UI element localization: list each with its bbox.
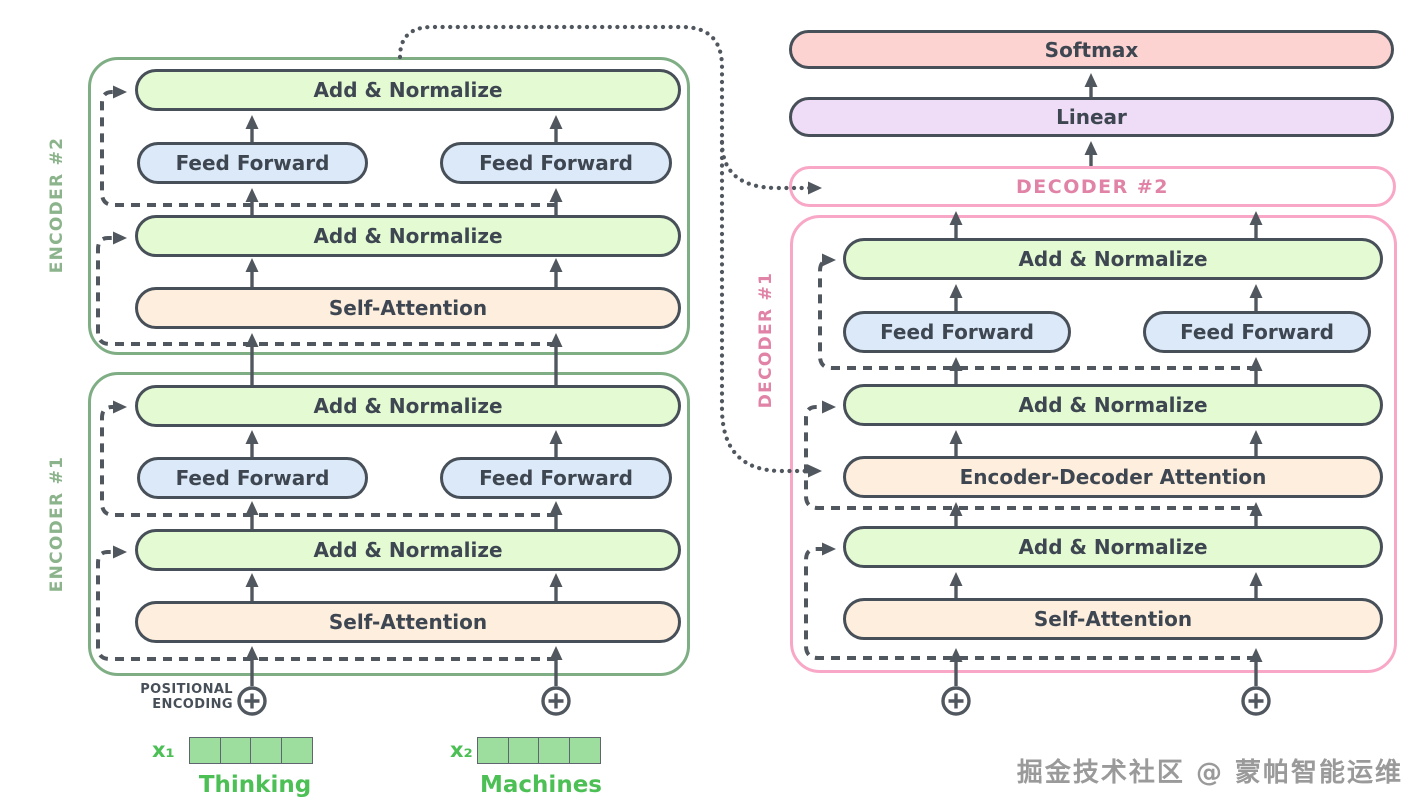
positional-encoding-caption: POSITIONAL ENCODING [118, 682, 233, 712]
vector-cell [250, 737, 282, 764]
watermark-text: 掘金技术社区 @ 蒙帕智能运维 [1016, 758, 1403, 788]
encoder-1-label: ENCODER #1 [47, 455, 67, 593]
vector-cell [538, 737, 570, 764]
decoder1-feed-forward-right: Feed Forward [1143, 311, 1371, 353]
positional-encoding-plus-icon [941, 686, 971, 716]
vector-cell [568, 737, 601, 764]
vector-cell [219, 737, 252, 764]
x1-embedding-vector [189, 737, 313, 764]
x1-label: x₁ [152, 738, 175, 762]
decoder1-self-attention: Self-Attention [843, 598, 1383, 640]
encoder2-add-normalize-top: Add & Normalize [135, 69, 681, 111]
decoder-2-collapsed-block: DECODER #2 [789, 166, 1396, 207]
encoder1-self-attention: Self-Attention [135, 601, 681, 643]
positional-encoding-line2: ENCODING [152, 697, 233, 712]
decoder1-feed-forward-left: Feed Forward [843, 311, 1071, 353]
vector-cell [507, 737, 540, 764]
vector-cell [477, 737, 509, 764]
vector-cell [189, 737, 221, 764]
vector-cell [280, 737, 313, 764]
encoder-2-label: ENCODER #2 [47, 136, 67, 274]
input-word-thinking: Thinking [198, 772, 312, 798]
encoder2-add-normalize-bottom: Add & Normalize [135, 215, 681, 257]
input-word-machines: Machines [480, 772, 602, 798]
encoder2-feed-forward-left: Feed Forward [137, 142, 368, 184]
x2-label: x₂ [450, 738, 473, 762]
decoder1-add-normalize-bottom: Add & Normalize [843, 526, 1383, 568]
encoder1-add-normalize-bottom: Add & Normalize [135, 529, 681, 571]
encoder2-feed-forward-right: Feed Forward [440, 142, 672, 184]
decoder-1-label: DECODER #1 [756, 271, 776, 409]
x2-embedding-vector [477, 737, 601, 764]
encoder1-add-normalize-top: Add & Normalize [135, 385, 681, 427]
encoder2-self-attention: Self-Attention [135, 287, 681, 329]
positional-encoding-plus-icon [237, 686, 267, 716]
decoder1-add-normalize-mid: Add & Normalize [843, 384, 1383, 426]
encoder1-feed-forward-right: Feed Forward [440, 457, 672, 499]
positional-encoding-plus-icon [1241, 686, 1271, 716]
decoder1-encoder-decoder-attention: Encoder-Decoder Attention [843, 456, 1383, 498]
positional-encoding-line1: POSITIONAL [140, 682, 233, 697]
decoder1-add-normalize-top: Add & Normalize [843, 238, 1383, 280]
encoder1-feed-forward-left: Feed Forward [137, 457, 368, 499]
softmax-block: Softmax [789, 30, 1394, 69]
linear-block: Linear [789, 97, 1394, 137]
positional-encoding-plus-icon [541, 686, 571, 716]
